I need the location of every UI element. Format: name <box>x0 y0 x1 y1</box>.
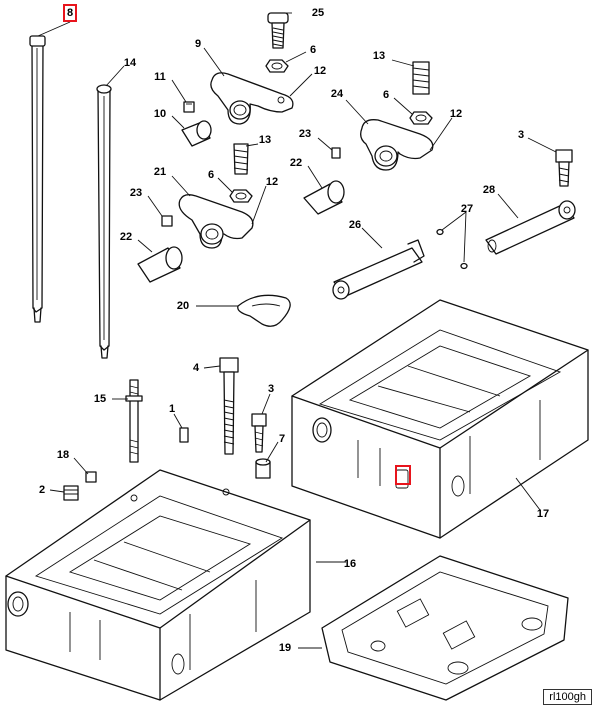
nut-6-right <box>409 111 433 125</box>
gasket-19 <box>321 555 569 701</box>
callout-c15: 15 <box>94 393 106 405</box>
dowel-27 <box>436 228 468 270</box>
callout-c23b: 23 <box>130 187 142 199</box>
callout-c13a: 13 <box>373 50 385 62</box>
bushing-22-left <box>137 246 183 283</box>
callout-c19: 19 <box>279 642 291 654</box>
rocker-arm-24 <box>360 119 434 171</box>
callout-c4: 4 <box>193 362 200 374</box>
callout-c25: 25 <box>312 7 324 19</box>
bolt-3-top <box>555 149 573 187</box>
callout-c3b: 3 <box>268 383 274 395</box>
callout-c26: 26 <box>349 219 361 231</box>
figure-code: rl100gh <box>543 689 592 705</box>
callout-highlight-box <box>63 4 77 22</box>
plug-2 <box>63 485 79 501</box>
callout-c22a: 22 <box>290 157 302 169</box>
housing-16 <box>5 469 311 701</box>
callout-c12b: 12 <box>450 108 462 120</box>
plug-23-left <box>161 215 173 227</box>
push-rod-8 <box>29 35 46 323</box>
callout-c17: 17 <box>537 508 549 520</box>
bushing-10 <box>181 120 212 147</box>
callout-c6a: 6 <box>310 44 316 56</box>
callout-c12c: 12 <box>266 176 278 188</box>
callout-c2: 2 <box>39 484 45 496</box>
housing-17 <box>291 299 589 539</box>
callout-c12a: 12 <box>314 65 326 77</box>
callout-c14: 14 <box>124 57 137 69</box>
callout-c28: 28 <box>483 184 495 196</box>
callout-c20: 20 <box>177 300 189 312</box>
nut-6-left <box>229 189 253 203</box>
callout-c11: 11 <box>154 71 166 83</box>
leader-lines <box>37 12 557 649</box>
callout-c6b: 6 <box>383 89 389 101</box>
callout-c13b: 13 <box>259 134 271 146</box>
callout-c18: 18 <box>57 449 69 461</box>
bolt-4 <box>219 357 239 455</box>
stud-15 <box>125 379 143 463</box>
adjusting-screw-25 <box>267 12 289 49</box>
callout-c7: 7 <box>279 433 285 445</box>
callout-c27: 27 <box>461 203 473 215</box>
part-20 <box>237 294 291 327</box>
dowel-1 <box>179 427 189 443</box>
rocker-shaft-28 <box>485 200 576 255</box>
rocker-arm-9 <box>210 72 294 125</box>
highlight-region <box>395 465 411 485</box>
callout-c23a: 23 <box>299 128 311 140</box>
callout-c1: 1 <box>169 403 175 415</box>
sleeve-7 <box>255 458 271 479</box>
callout-c3a: 3 <box>518 129 524 141</box>
nut-6-top <box>265 59 289 73</box>
rocker-shaft-26 <box>332 239 425 300</box>
adjusting-screw-13-right <box>412 61 430 95</box>
callout-c8: 8 <box>67 7 73 19</box>
callout-c9: 9 <box>195 38 201 50</box>
plug-18 <box>85 471 97 483</box>
rocker-arm-21 <box>178 194 254 249</box>
callout-c10: 10 <box>154 108 166 120</box>
bolt-3-lower <box>251 413 267 453</box>
callout-c16: 16 <box>344 558 356 570</box>
callout-c22b: 22 <box>120 231 132 243</box>
bushing-22-right <box>303 180 345 215</box>
callout-c21: 21 <box>154 166 166 178</box>
plug-23-right <box>331 147 341 159</box>
push-rod-14 <box>96 84 112 359</box>
callout-c24: 24 <box>331 88 344 100</box>
adjusting-screw-13-left <box>233 143 249 175</box>
callout-c6c: 6 <box>208 169 214 181</box>
plug-11 <box>183 101 195 113</box>
